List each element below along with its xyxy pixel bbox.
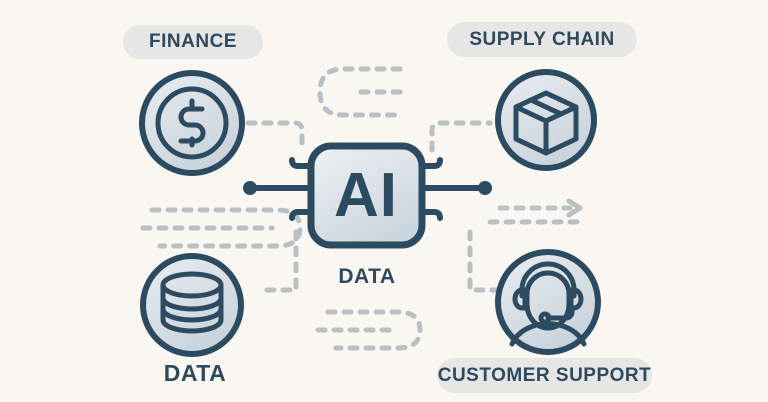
- trace-chip-to-supply: [429, 120, 493, 153]
- pin-left-top: [289, 157, 313, 169]
- node-label-supply-chain[interactable]: SUPPLY CHAIN: [447, 22, 637, 57]
- node-label-finance[interactable]: FINANCE: [123, 25, 263, 59]
- trace-chip-to-support: [467, 229, 500, 293]
- trace-arrowhead-icon: [566, 198, 583, 218]
- ai-chip-label: AI: [334, 160, 398, 230]
- trace-chip-to-data: [259, 229, 299, 293]
- terminal-dot-right: [478, 181, 492, 195]
- trace-bottom-loop-upper: [325, 309, 423, 351]
- trace-top-loop-outer: [317, 66, 403, 118]
- center-sublabel-data: DATA: [338, 265, 396, 288]
- node-label-customer-support[interactable]: CUSTOMER SUPPORT: [437, 358, 652, 393]
- pin-right-top: [419, 157, 443, 169]
- pin-left-bot: [289, 209, 313, 221]
- node-label-data: DATA: [163, 359, 227, 386]
- pin-right-bot: [419, 209, 443, 221]
- trace-left-loop-upper: [149, 207, 303, 249]
- trace-finance-to-chip: [245, 120, 305, 153]
- terminal-dot-left: [243, 181, 257, 195]
